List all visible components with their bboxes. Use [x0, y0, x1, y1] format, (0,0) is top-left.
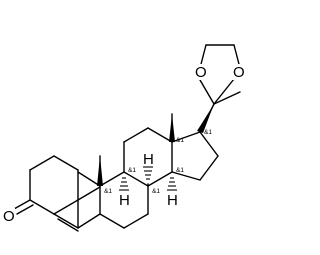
stereo-label-c14: &1 — [176, 167, 184, 174]
bond-c6-c7 — [99, 213, 125, 229]
bond-c11-c12 — [123, 127, 149, 143]
atom-labels: O O O H H H — [2, 64, 245, 225]
wedge-c17-sidechain — [197, 104, 214, 133]
bond-c13-c17 — [171, 131, 201, 143]
stereo-label-c13: &1 — [176, 137, 184, 144]
bond-c-o-ketone-b — [16, 204, 34, 215]
stereo-bonds — [97, 104, 214, 191]
oxygen-label-right: O — [233, 64, 245, 81]
oxygen-label-left: O — [195, 64, 207, 81]
stereo-label-c9: &1 — [128, 167, 136, 174]
bond-c5-c10 — [53, 199, 79, 215]
bond-c8-c9b — [123, 171, 149, 187]
hydrogen-label-c8: H — [143, 151, 154, 168]
hydrogen-label-c9: H — [119, 192, 130, 209]
ring-a-bonds — [13, 155, 79, 215]
molecular-structure-diagram: O O O H H H &1 &1 &1 &1 &1 &1 — [2, 44, 245, 232]
hydrogen-label-c14: H — [167, 192, 178, 209]
wedge-c10-methyl — [97, 156, 103, 186]
hash-c9-h — [119, 177, 129, 191]
bond-c9-c10 — [99, 171, 125, 187]
stereo-label-c10: &1 — [104, 188, 112, 195]
bond-c17-c16 — [199, 131, 219, 157]
stereo-descriptors: &1 &1 &1 &1 &1 &1 — [104, 129, 212, 195]
stereo-label-c17: &1 — [204, 129, 212, 136]
bond-c4-c5 — [29, 199, 55, 215]
stereo-label-c8: &1 — [152, 188, 160, 195]
bond-c14-c8 — [147, 171, 173, 187]
hash-c14-h — [167, 177, 177, 191]
bond-c7-c8 — [123, 213, 149, 229]
wedge-c13-methyl — [169, 114, 175, 142]
bond-c12-c13 — [147, 127, 173, 143]
bond-c10-c9 — [77, 186, 101, 201]
bond-c5-c6 — [77, 213, 101, 229]
bond-c20-c21 — [213, 91, 241, 105]
bond-c-o-ketone-a — [13, 199, 31, 210]
bond-c4-c5-double-b — [57, 218, 79, 232]
hash-c8-h — [143, 166, 153, 180]
bond-c20-o-left — [199, 79, 215, 105]
bond-c16-c15 — [199, 155, 219, 181]
ring-b-bonds — [53, 183, 149, 232]
ring-c-bonds — [77, 127, 173, 187]
bond-c4-c5-double-a — [53, 213, 79, 229]
bond-c2-c3 — [29, 155, 55, 171]
bond-c10-ringa — [77, 171, 101, 187]
oxygen-label-ketone: O — [3, 208, 15, 225]
bond-c1-c2 — [53, 155, 79, 171]
bond-c15-c14 — [171, 171, 201, 181]
